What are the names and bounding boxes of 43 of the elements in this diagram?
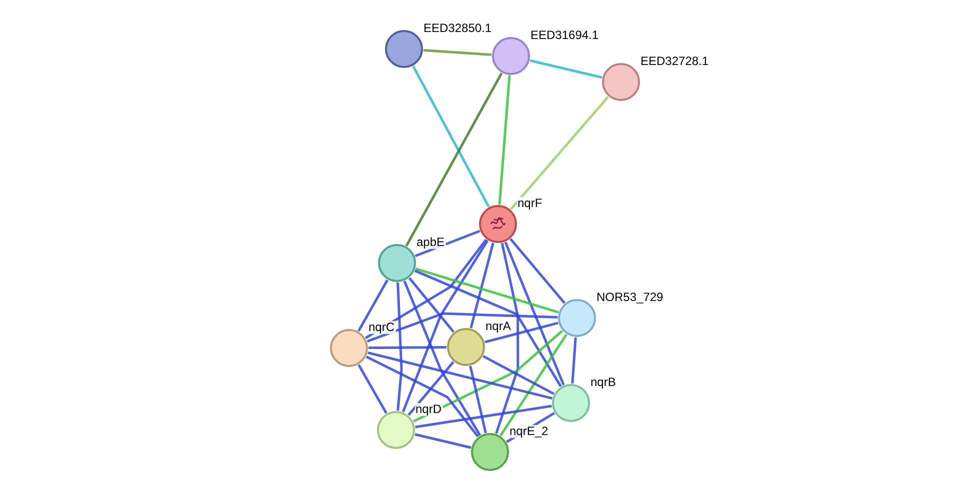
interaction-line [403,280,482,436]
interaction-line [402,240,489,412]
interaction-line [368,351,552,400]
interaction-line [414,433,472,449]
protein-label: nqrF [516,196,544,210]
interaction-line [482,355,554,395]
interaction-line [510,238,566,304]
protein-label: nqrD [414,402,443,416]
protein-label: NOR53_729 [596,290,664,304]
protein-label: nqrA [484,320,512,332]
interaction-line [414,230,480,258]
protein-label: EED32728.1 [640,54,710,68]
interaction-line [571,337,577,384]
interaction-line [358,364,388,414]
protein-label: nqrE_2 [508,424,550,438]
interaction-line [469,366,487,434]
interaction-line [414,270,562,388]
interaction-line [366,312,558,342]
protein-label: nqrC [368,320,396,334]
interaction-line [510,96,610,210]
protein-label: nqrB [590,376,617,388]
interaction-line [500,334,568,436]
interaction-line [368,346,446,350]
interaction-line [408,277,455,333]
interaction-line [405,72,503,246]
interaction-line [498,75,511,205]
interaction-line [408,361,454,416]
interaction-line [504,242,565,386]
protein-label: apbE [416,236,446,248]
interaction-line [415,404,552,428]
interaction-line [366,356,479,438]
interaction-line [470,242,494,328]
interaction-line [495,242,520,434]
interaction-line [358,279,388,332]
interaction-line [412,66,490,208]
protein-label: EED31694.1 [530,28,600,42]
interaction-line [530,59,602,79]
protein-label: EED32850.1 [422,22,493,34]
interaction-line [415,268,559,314]
interaction-line [423,49,492,56]
interaction-line [484,322,558,344]
interaction-line [412,330,564,423]
interaction-line [396,282,403,411]
